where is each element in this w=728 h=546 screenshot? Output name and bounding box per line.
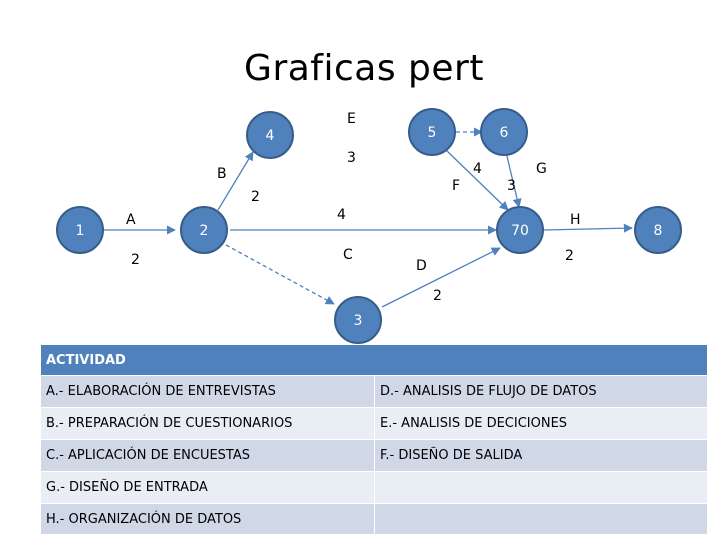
activity-label-a: A [126, 212, 136, 228]
edge-70-8 [543, 223, 633, 233]
duration-label-e: 3 [347, 150, 356, 166]
activity-label-c: C [343, 247, 353, 263]
node-70-label: 70 [511, 223, 529, 239]
activity-label-e: E [347, 111, 356, 127]
node-5-label: 5 [428, 125, 437, 141]
node-8: 8 [634, 206, 682, 254]
duration-label-f: 4 [473, 161, 482, 177]
node-2-label: 2 [200, 223, 209, 239]
activity-table: ACTIVIDAD A.- ELABORACIÓN DE ENTREVISTAS… [39, 344, 709, 535]
table-row: C.- APLICACIÓN DE ENCUESTAS F.- DISEÑO D… [40, 439, 709, 472]
table-cell: H.- ORGANIZACIÓN DE DATOS [40, 503, 375, 535]
table-cell: C.- APLICACIÓN DE ENCUESTAS [40, 439, 375, 472]
table-cell: E.- ANALISIS DE DECICIONES [373, 407, 709, 440]
duration-label-h: 2 [565, 248, 574, 264]
node-8-label: 8 [654, 223, 663, 239]
activity-label-g: G [536, 161, 547, 177]
edge-2-4 [217, 151, 254, 211]
node-3-label: 3 [354, 313, 363, 329]
node-70: 70 [496, 206, 544, 254]
table-row: A.- ELABORACIÓN DE ENTREVISTAS D.- ANALI… [40, 375, 709, 408]
table-cell: D.- ANALISIS DE FLUJO DE DATOS [373, 375, 709, 408]
duration-label-b: 2 [251, 189, 260, 205]
edge-6-70 [505, 151, 522, 208]
edge-5-70 [445, 149, 509, 211]
node-6-label: 6 [500, 125, 509, 141]
table-header: ACTIVIDAD [39, 344, 709, 376]
activity-label-f: F [452, 178, 460, 194]
table-cell: F.- DISEÑO DE SALIDA [373, 439, 709, 472]
table-header-row: ACTIVIDAD [39, 344, 709, 376]
edge-3-70 [381, 247, 501, 308]
activity-label-b: B [217, 166, 227, 182]
activity-label-h: H [570, 212, 581, 228]
node-4-label: 4 [266, 128, 275, 144]
table-row: H.- ORGANIZACIÓN DE DATOS [40, 503, 709, 535]
table-row: G.- DISEÑO DE ENTRADA [40, 471, 709, 504]
page-title: Graficas pert [244, 48, 484, 89]
table-cell: G.- DISEÑO DE ENTRADA [40, 471, 375, 504]
duration-label-c: 4 [337, 207, 346, 223]
duration-label-a: 2 [131, 252, 140, 268]
activity-label-d: D [416, 258, 427, 274]
edge-2-3 [225, 244, 335, 305]
duration-label-d: 2 [433, 288, 442, 304]
pert-diagram: A 2 B 2 4 C D 2 E 3 4 F G 3 H 2 1 2 4 3 … [56, 108, 682, 344]
table-row: B.- PREPARACIÓN DE CUESTIONARIOS E.- ANA… [40, 407, 709, 440]
edges [104, 127, 633, 308]
node-4: 4 [246, 111, 294, 159]
node-3: 3 [334, 296, 382, 344]
table-cell [373, 471, 709, 504]
node-1: 1 [56, 206, 104, 254]
node-6: 6 [480, 108, 528, 156]
node-2: 2 [180, 206, 228, 254]
table-cell: B.- PREPARACIÓN DE CUESTIONARIOS [40, 407, 375, 440]
node-1-label: 1 [76, 223, 85, 239]
duration-label-g: 3 [507, 178, 516, 194]
table-cell: A.- ELABORACIÓN DE ENTREVISTAS [40, 375, 375, 408]
table-cell [373, 503, 709, 535]
edge-labels: A 2 B 2 4 C D 2 E 3 4 F G 3 H 2 [126, 111, 581, 304]
node-5: 5 [408, 108, 456, 156]
